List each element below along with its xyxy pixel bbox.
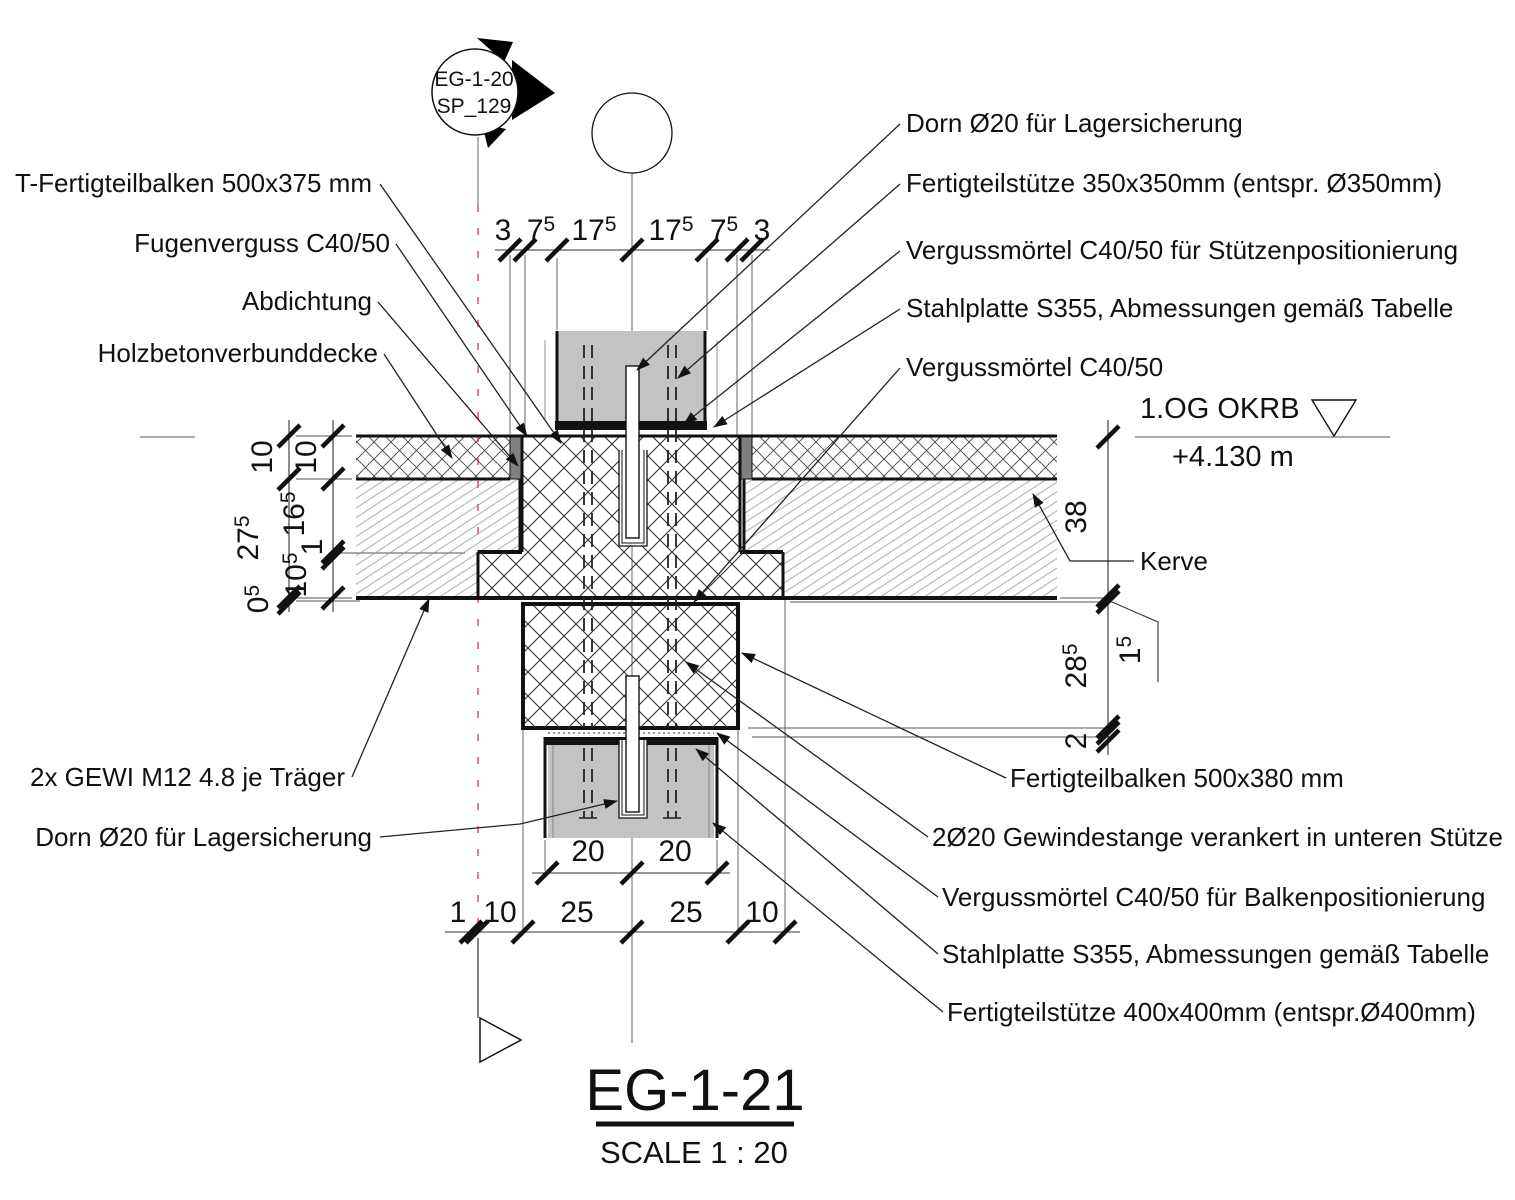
level-value: +4.130 m <box>1172 441 1294 473</box>
label-holzbetonverbunddecke: Holzbetonverbunddecke <box>98 338 378 368</box>
dim-bottom-25a: 25 <box>560 896 593 929</box>
dim-top-75a: 75 <box>527 213 555 247</box>
label-fugenverguss: Fugenverguss C40/50 <box>134 228 390 258</box>
dim-bottom-10b: 10 <box>745 896 778 929</box>
label-dorn-bottom: Dorn Ø20 für Lagersicherung <box>35 822 372 852</box>
dim-left-inner-165: 165 <box>277 491 311 536</box>
title-block: EG-1-21 SCALE 1 : 20 <box>585 1058 804 1170</box>
grid-end-flag <box>479 1016 523 1064</box>
dim-left-outer-10: 10 <box>246 440 279 473</box>
dim-top-75b: 75 <box>710 213 738 247</box>
label-dorn-top: Dorn Ø20 für Lagersicherung <box>906 108 1243 138</box>
label-vergussmoertel-stuetzen: Vergussmörtel C40/50 für Stützenposition… <box>906 235 1458 265</box>
dimension-ticks <box>276 237 1121 945</box>
marker-flag-icon <box>512 60 555 120</box>
label-kerve: Kerve <box>1140 546 1208 576</box>
level-marker: 1.OG OKRB +4.130 m <box>1140 393 1358 473</box>
label-gewindestange: 2Ø20 Gewindestange verankert in unteren … <box>932 822 1503 852</box>
dim-right-2: 2 <box>1060 733 1093 750</box>
label-abdichtung: Abdichtung <box>242 286 372 316</box>
reinforcement <box>579 345 681 819</box>
level-name: 1.OG OKRB <box>1140 393 1300 425</box>
label-gewi: 2x GEWI M12 4.8 je Träger <box>30 762 345 792</box>
label-fertigteilstuetze-350: Fertigteilstütze 350x350mm (entspr. Ø350… <box>906 168 1442 198</box>
dim-bottom-10a: 10 <box>483 896 516 929</box>
dim-bottom-25b: 25 <box>669 896 702 929</box>
dim-bottom-1: 1 <box>450 896 467 929</box>
timber-deck-left <box>356 479 520 598</box>
section-reference-marker: EG-1-20 SP_129 <box>431 38 555 148</box>
grid-line <box>477 137 523 1064</box>
detail-title: EG-1-21 <box>585 1058 804 1123</box>
dim-top-175b: 175 <box>648 213 693 247</box>
dim-right-285: 285 <box>1059 643 1093 688</box>
label-fertigteilstuetze-400: Fertigteilstütze 400x400mm (entspr.Ø400m… <box>947 997 1476 1027</box>
label-fertigteilbalken-500x380: Fertigteilbalken 500x380 mm <box>1010 763 1344 793</box>
label-t-fertigteilbalken: T-Fertigteilbalken 500x375 mm <box>15 168 372 198</box>
label-stahlplatte-bottom: Stahlplatte S355, Abmessungen gemäß Tabe… <box>942 939 1489 969</box>
detail-scale: SCALE 1 : 20 <box>600 1135 788 1170</box>
marker-ref-line2: SP_129 <box>437 95 512 118</box>
label-vergussmoertel-plain: Vergussmörtel C40/50 <box>906 352 1163 382</box>
dim-left-outer-275: 275 <box>231 515 265 560</box>
dim-bottom-20a: 20 <box>571 835 604 868</box>
marker-ref-line1: EG-1-20 <box>434 68 513 91</box>
dim-left-outer-05: 05 <box>241 585 275 613</box>
dim-top-3a: 3 <box>495 214 512 247</box>
dim-top-175a: 175 <box>571 213 616 247</box>
axis-bubble <box>591 92 673 174</box>
dowel-lower <box>618 675 648 819</box>
annotation-labels: T-Fertigteilbalken 500x375 mm Fugenvergu… <box>15 108 1503 1027</box>
label-stahlplatte-top: Stahlplatte S355, Abmessungen gemäß Tabe… <box>906 293 1453 323</box>
dimension-texts: 3 75 175 175 75 3 10 275 05 10 165 1 105… <box>231 213 1147 929</box>
dim-left-inner-1: 1 <box>296 539 329 556</box>
dim-bottom-20b: 20 <box>658 835 691 868</box>
dim-right-38: 38 <box>1060 500 1093 533</box>
timber-deck-right <box>744 479 1057 598</box>
dim-top-3b: 3 <box>754 214 771 247</box>
level-triangle-icon <box>1310 399 1358 438</box>
slab-topping-left <box>356 437 510 479</box>
dowel-upper <box>618 365 648 547</box>
dim-left-inner-10: 10 <box>290 440 323 473</box>
label-vergussmoertel-balken: Vergussmörtel C40/50 für Balkenpositioni… <box>942 882 1485 912</box>
leader-lines <box>351 123 1134 1013</box>
seal-strip-right <box>739 436 753 480</box>
dim-left-inner-105: 105 <box>279 552 313 597</box>
dim-right-15: 15 <box>1113 636 1147 664</box>
slab-topping-right <box>752 437 1057 479</box>
